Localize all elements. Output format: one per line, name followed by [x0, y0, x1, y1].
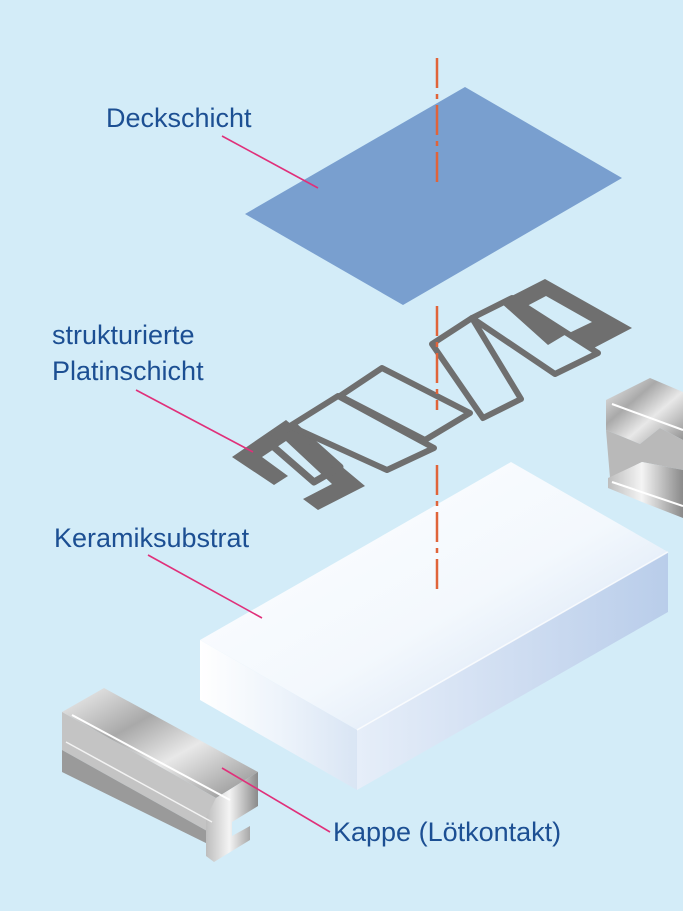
cap-profile — [206, 772, 258, 862]
substrate-side — [357, 552, 668, 790]
label-cap: Kappe (Lötkontakt) — [333, 817, 562, 847]
platinum-loop-2 — [287, 393, 437, 473]
cap-front — [62, 712, 216, 836]
platinum-loop-5 — [469, 295, 601, 377]
label-substrate: Keramiksubstrat — [54, 523, 250, 553]
leader-cap — [221, 767, 331, 833]
end-cap-right — [606, 378, 683, 518]
substrate-top — [200, 462, 668, 730]
leader-substrate — [147, 554, 263, 619]
cap-lower — [62, 750, 216, 848]
cover-layer-plate — [245, 87, 622, 305]
leader-platinum — [135, 389, 254, 453]
platinum-loop-1 — [264, 421, 344, 486]
label-platinum-line2: Platinschicht — [52, 356, 204, 386]
platinum-loop-3 — [337, 365, 473, 443]
leader-cover-layer — [221, 135, 319, 189]
label-cover-layer: Deckschicht — [106, 103, 252, 133]
ceramic-substrate — [200, 462, 669, 790]
cap-top — [62, 688, 258, 798]
platinum-meander — [232, 279, 632, 510]
label-platinum-line1: strukturierte — [52, 320, 195, 350]
end-cap-left — [62, 688, 258, 862]
platinum-loop-4 — [429, 315, 524, 421]
platinum-pad-right — [500, 279, 632, 350]
substrate-front — [200, 640, 357, 790]
